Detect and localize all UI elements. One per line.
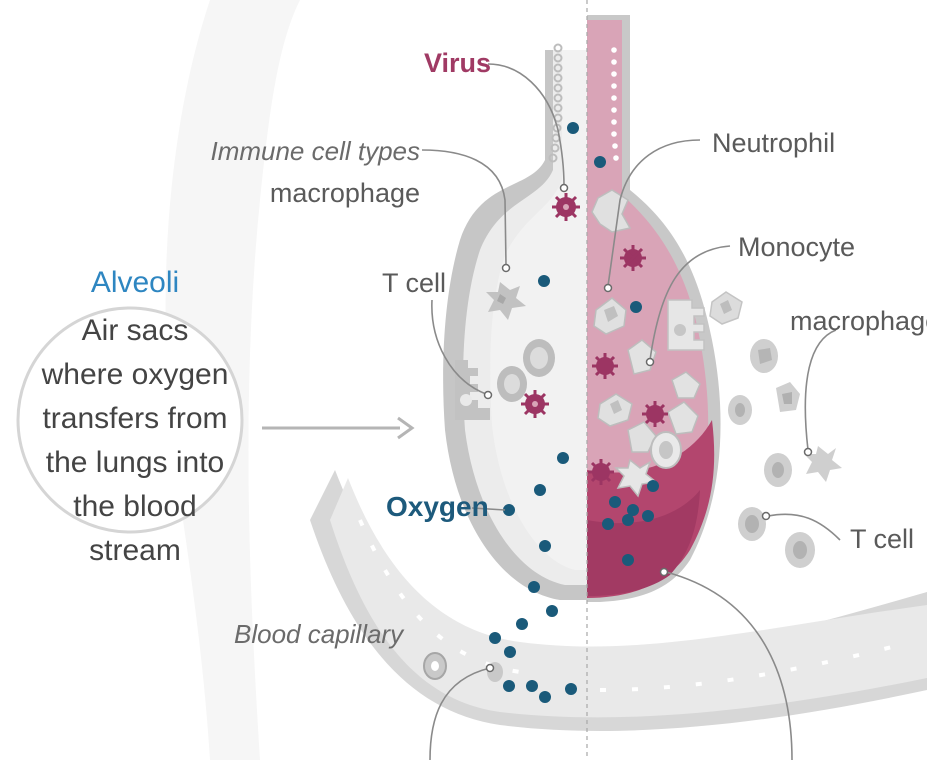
label-t-cell-right: T cell: [850, 524, 914, 554]
label-t-cell-left: T cell: [382, 268, 446, 298]
alveoli-desc-line-2: where oxygen: [41, 358, 229, 391]
label-oxygen: Oxygen: [386, 491, 489, 522]
label-macrophage-left: macrophage: [270, 178, 420, 208]
alveoli-desc-line-5: the blood: [73, 490, 196, 523]
label-immune-cell-types: Immune cell types: [210, 136, 420, 166]
alveoli-desc-line-6: stream: [89, 534, 181, 567]
label-blood-capillary: Blood capillary: [234, 619, 405, 649]
label-monocyte: Monocyte: [738, 232, 855, 262]
alveoli-desc-line-3: transfers from: [42, 402, 227, 435]
label-neutrophil: Neutrophil: [712, 128, 835, 158]
alveoli-desc-line-4: the lungs into: [46, 446, 224, 479]
alveoli-desc-line-1: Air sacs: [82, 314, 189, 347]
label-macrophage-right: macrophage: [790, 306, 927, 336]
label-virus: Virus: [424, 48, 491, 78]
alveoli-title: Alveoli: [91, 266, 179, 299]
